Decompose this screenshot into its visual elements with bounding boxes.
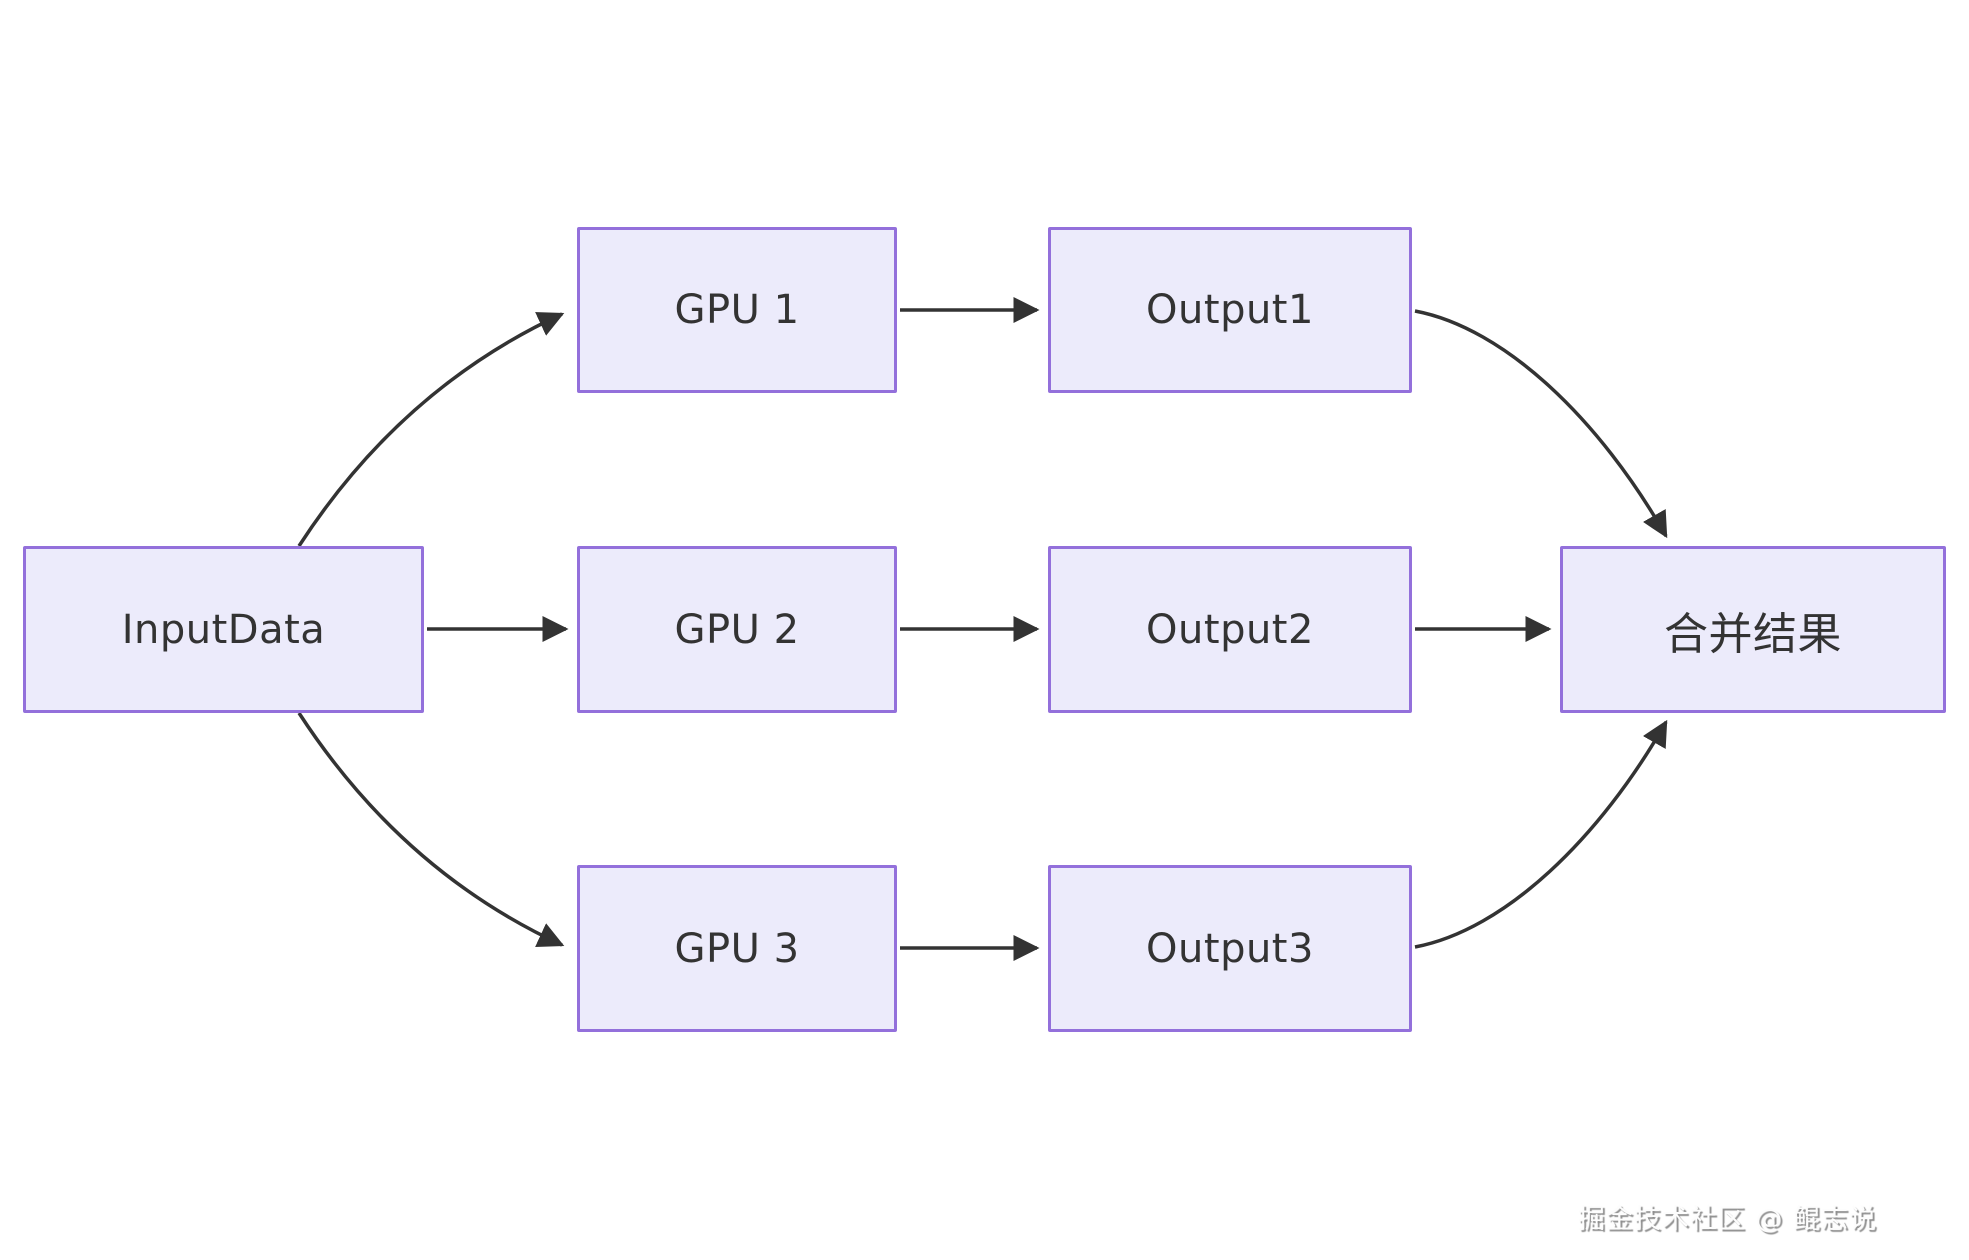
node-merge-result: 合并结果 [1560, 546, 1946, 713]
node-label: GPU 2 [674, 606, 800, 653]
node-label: Output2 [1146, 606, 1314, 653]
edge-input-gpu3 [297, 712, 565, 947]
node-label: 合并结果 [1664, 608, 1842, 660]
node-label: Output3 [1146, 925, 1314, 972]
node-gpu3: GPU 3 [577, 865, 897, 1032]
node-output2: Output2 [1048, 546, 1412, 713]
node-gpu1: GPU 1 [577, 227, 897, 393]
node-gpu2: GPU 2 [577, 546, 897, 713]
edge-output3-merge [1414, 719, 1668, 949]
node-output3: Output3 [1048, 865, 1412, 1032]
node-inputdata: InputData [23, 546, 424, 713]
node-label: InputData [121, 606, 326, 653]
edge-output1-merge [1414, 309, 1668, 539]
node-label: GPU 1 [674, 287, 800, 333]
node-output1: Output1 [1048, 227, 1412, 393]
watermark: 掘金技术社区 @ 鲲志说 [1577, 1204, 1877, 1235]
node-label: Output1 [1146, 287, 1314, 333]
edge-input-gpu1 [297, 312, 565, 547]
node-label: GPU 3 [674, 925, 800, 972]
